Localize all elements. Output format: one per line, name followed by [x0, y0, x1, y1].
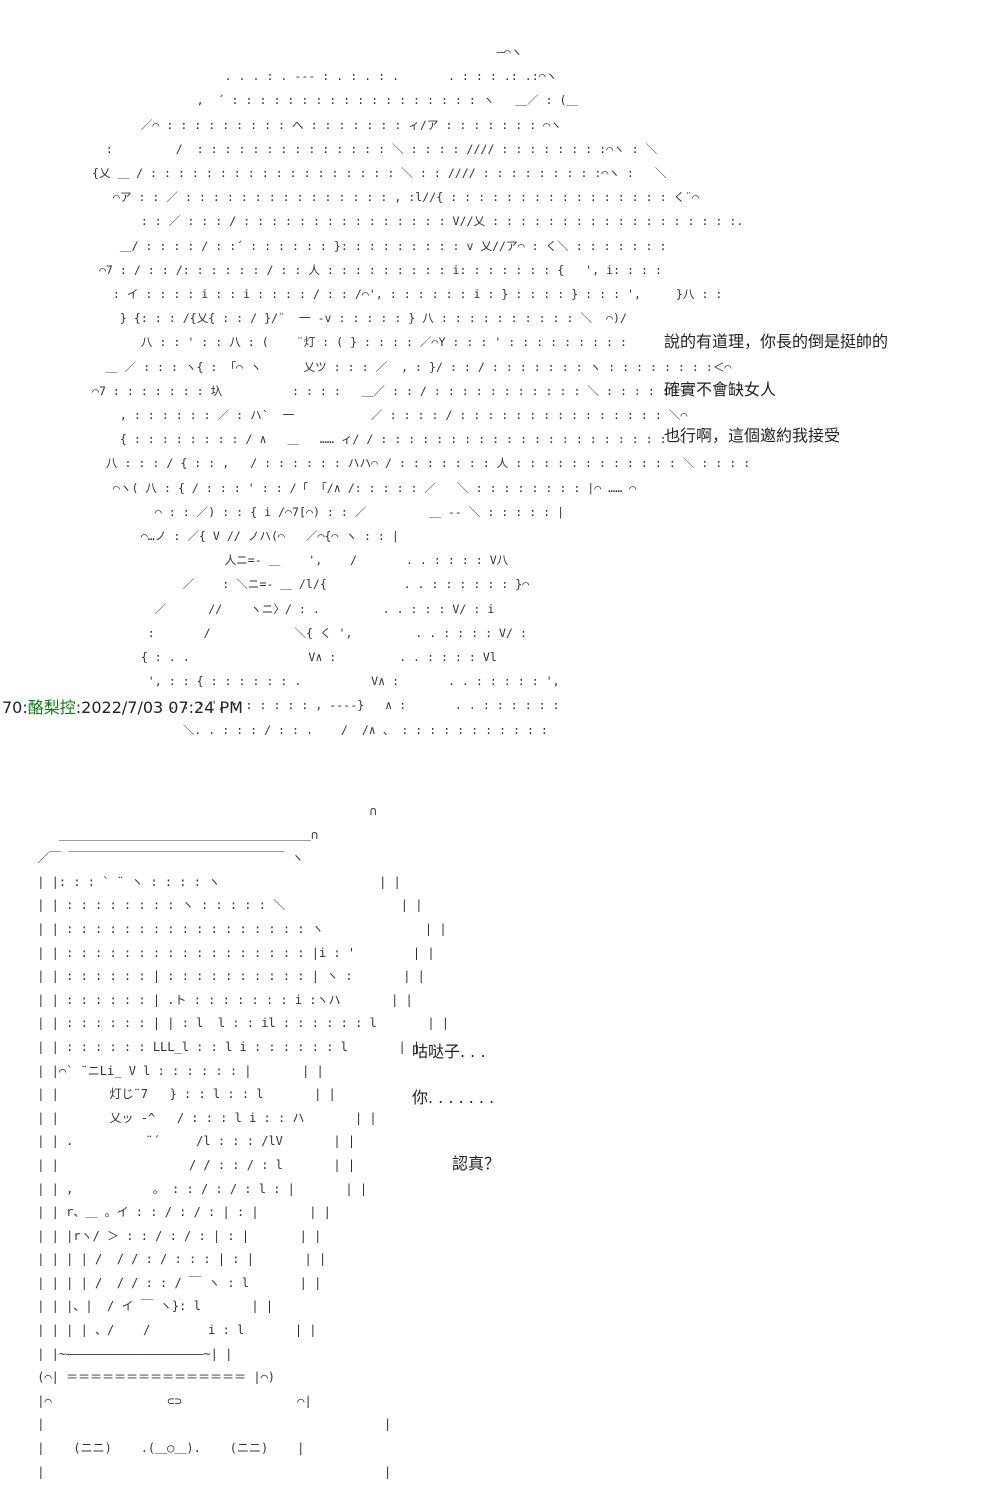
ascii-art-line: , ´ : : : : : : : : : : : : : : : : : : …	[78, 93, 579, 108]
ascii-art-line: ／￣ ￣￣￣￣￣￣￣￣￣￣￣￣￣￣￣￣￣￣ ヽ	[30, 851, 304, 866]
ascii-art-line: . : : ', : : : : : : , ‐‐‐‐} ∧ : . . : :…	[78, 698, 567, 713]
dialogue-line: 咕哒子. . .	[412, 1042, 486, 1061]
ascii-art-line: ＼. . : : : / : : . / /∧ 、 : : : : : : : …	[78, 722, 548, 737]
ascii-art-line: 八 : : : / { : : , / : : : : : : ハハ⌒ / : …	[78, 456, 758, 471]
dialogue-line: 確實不會缺女人	[664, 380, 777, 399]
ascii-art-line: ⌒7 : / : : /: : : : : : / : : 人 : : : : …	[78, 262, 662, 277]
ascii-art-line: | |~―――――――――――――――――――~| |	[30, 1346, 233, 1361]
ascii-art-line: ＿/ : : : : / : :´ : : : : : : }: : : : :…	[78, 238, 667, 253]
ascii-art-line: : : ／ : : : / : : : : : : : : : : : : : …	[78, 214, 744, 229]
dialogue-line: 說的有道理，你長的倒是挺帥的	[664, 332, 889, 351]
ascii-art-line: ⌒ : : ／) : : { i /⌒7[⌒) : : ／ ＿ ‐‐ ＼ : :…	[78, 504, 565, 519]
ascii-art-line: . . . : . ‐‐‐ : . : . : . . : : : .: .:⌒…	[78, 69, 558, 84]
ascii-art-line: 八 : : ' : : 八 : ( ¨灯 : ( } : : : : ／⌒Y :…	[78, 335, 627, 350]
ascii-art-line: ／ : ＼ニ=‐ ＿ /l/{ . . : : : : : : }⌒	[78, 577, 530, 592]
ascii-art-line: { : : : : : : : : / ∧ ＿ …… ィ/ / : : : : …	[78, 432, 686, 447]
ascii-art-line: ⌒ア : : ／ : : : : : : : : : : : : : : : ,…	[78, 190, 700, 205]
ascii-art-line: ⌒…ノ : ／{ V // ノハ(⌒ ／⌒{⌒ ヽ : : |	[78, 529, 399, 544]
ascii-art-line: ⌒ヽ( 八 : { / : : : ' : : /「 「/∧ /: : : : …	[78, 480, 637, 495]
post-header: 70:酪梨控:2022/7/03 07:24 PM	[2, 694, 243, 718]
ascii-art-line: | | |、| / イ ￣ ヽ}: l | |	[30, 1299, 274, 1314]
ascii-art-line: ＿ ／ : : : ヽ{ : 「⌒ ヽ 乂ツ : : : ／ , : }/ : …	[78, 359, 732, 374]
post-separator: :	[22, 698, 28, 717]
post-author-link[interactable]: 酪梨控	[27, 698, 76, 717]
ascii-art-line: 人ニ=‐ ＿ ', / . . : : : : V八	[78, 553, 509, 568]
ascii-art-line: | | |rヽ/ ＞ : : / : / : | : | | |	[30, 1228, 322, 1243]
dialogue-line: 也行啊，這個邀約我接受	[664, 426, 841, 445]
ascii-art-line: ＿＿＿＿＿＿＿＿＿＿＿＿＿＿＿＿＿＿＿＿＿∩	[30, 827, 319, 842]
ascii-art-line: | | . ¨´ /l : : : /lV | |	[30, 1134, 356, 1149]
ascii-art-character-top: ―⌒ヽ . . . : . ‐‐‐ : . : . : . . : : : .:…	[78, 40, 750, 737]
ascii-art-line: | |: : : ` ¨ ヽ : : : : ヽ | |	[30, 874, 401, 889]
ascii-art-line: | | r、＿ 。イ : : / : / : | : | | |	[30, 1205, 331, 1220]
dialogue-line: 認真？	[452, 1154, 501, 1173]
ascii-art-line: | | , 。 : : / : / : l : | | |	[30, 1181, 368, 1196]
ascii-art-line: | | | | / / / : : / ￣ ヽ : l | |	[30, 1275, 322, 1290]
ascii-art-line: | | : : : : : : | : : : : : : : : : : | …	[30, 969, 425, 984]
ascii-art-line: | | | | / / / : / : : : | : | | |	[30, 1252, 327, 1267]
ascii-art-line: ／ // ヽニ〉/ : . . . : : : V/ : i	[78, 601, 495, 616]
ascii-art-line: { : . . V∧ : . . : : : : Vl	[78, 650, 497, 665]
ascii-art-line: : イ : : : : i : : i : : : : / : : /⌒', :…	[78, 287, 723, 302]
ascii-art-line: ⌒7 : : : : : : : 圦 : : : : ＿／ : : / : : …	[78, 383, 683, 398]
ascii-art-line: {乂 ＿ / : : : : : : : : : : : : : : : : :…	[78, 166, 667, 181]
ascii-art-line: | | : : : : : : | .ト : : : : : : : i :ヽハ…	[30, 992, 413, 1007]
ascii-art-line: | |⌒` ¨ニLi_ V l : : : : : : | | |	[30, 1063, 324, 1078]
ascii-art-line: | | : : : : : : : : : : : : : : : : : |i…	[30, 945, 435, 960]
ascii-art-line: |⌒ ⊂⊃ ⌒|	[30, 1393, 312, 1408]
post-number: 70	[2, 698, 23, 717]
ascii-art-line: | | : : : : : : : : : : : : : : : : : ヽ …	[30, 921, 447, 936]
ascii-art-line: ／⌒ : : : : : : : : : へ : : : : : : : ィ/ア…	[78, 117, 562, 132]
ascii-art-line: } {: : : /{乂{ : : / }/¨ 一 ‐v : : : : : }…	[78, 311, 627, 326]
ascii-art-line: | |	[30, 1464, 392, 1479]
ascii-art-line: | | : : : : : : : : ヽ : : : : : ＼ | |	[30, 898, 423, 913]
ascii-art-line: : / ＼{ く ', . . : : : : V/ :	[78, 625, 527, 640]
ascii-art-line: (⌒| ＝＝＝＝＝＝＝＝＝＝＝＝＝＝＝ |⌒)	[30, 1370, 276, 1385]
ascii-art-line: ―⌒ヽ	[78, 45, 523, 59]
ascii-art-line: : / : : : : : : : : : : : : : : ＼ : : : …	[78, 141, 658, 156]
post-timestamp: :2022/7/03 07:24 PM	[75, 698, 243, 717]
ascii-art-line: , : : : : : : ／ : ハ` 一 ／ : : : : / : : :…	[78, 408, 688, 423]
ascii-art-line: ', : : { : : : : : : . V∧ : . . : : : : …	[78, 674, 560, 689]
ascii-art-line: | | / / : : / : l | |	[30, 1157, 356, 1172]
ascii-art-line: | | 灯じ¨7 } : : l : : l | |	[30, 1087, 336, 1102]
ascii-art-line: | (ニニ) .(＿○＿). (ニニ) |	[30, 1441, 305, 1456]
ascii-art-line: | | | | 、/ / i : l | |	[30, 1323, 317, 1338]
dialogue-line: 你. . . . . . .	[412, 1088, 495, 1107]
ascii-art-line: ∩	[30, 804, 377, 818]
ascii-art-line: | | 乂ッ ‐^ / : : : l i : : ハ | |	[30, 1110, 377, 1125]
ascii-art-line: | |	[30, 1417, 392, 1432]
ascii-art-line: | | : : : : : : | | : l l : : il : : : :…	[30, 1016, 450, 1031]
ascii-art-phone-screen: ∩ ＿＿＿＿＿＿＿＿＿＿＿＿＿＿＿＿＿＿＿＿＿∩ ／￣ ￣￣￣￣￣￣￣￣￣￣￣￣…	[30, 800, 449, 1480]
ascii-art-line: | | : : : : : : LLL_l : : l i : : : : : …	[30, 1039, 421, 1054]
